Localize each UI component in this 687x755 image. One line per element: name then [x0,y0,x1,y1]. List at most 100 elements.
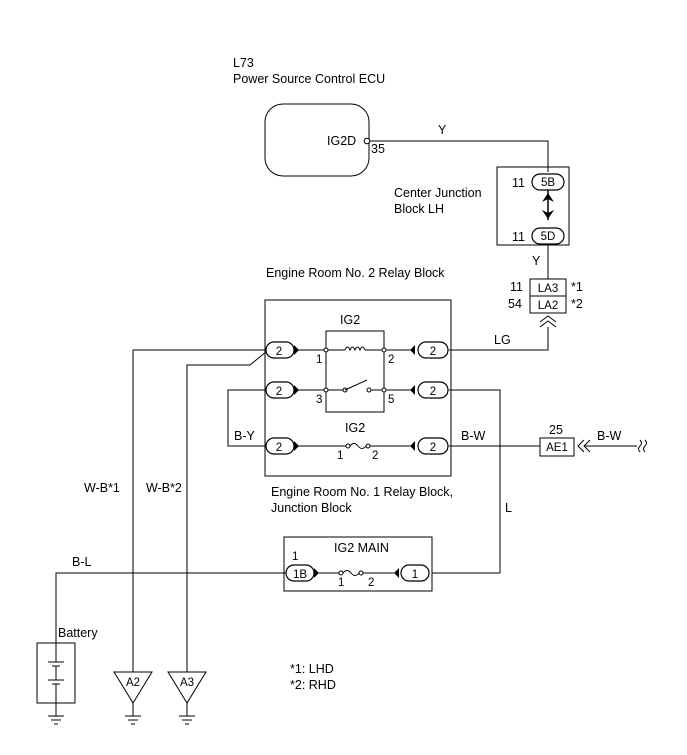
la-connector-symbol-icon [539,315,557,328]
fuse-node-right [365,443,371,449]
ground-a2-label: A2 [126,677,140,689]
connector-left-coil: 2 [265,341,299,359]
relay-pin-5: 5 [388,394,394,406]
cjb-name-line2: Block LH [394,202,444,216]
ecu-pin: 35 [371,142,385,156]
connector-left-switch: 2 [265,381,299,399]
cjb-arrow-down-icon [542,210,554,219]
ae1-label: AE1 [546,442,568,454]
wire-w-b-2-label: W-B*2 [146,481,182,495]
connector-left-switch-label: 2 [276,386,282,398]
main-fuse-icon [342,570,360,576]
relay-switch-contact-b [366,387,372,393]
ae1-connector [539,437,575,457]
wire-b-y-label: B-Y [234,429,256,443]
cjb-top-pin: 11 [512,176,525,190]
cjb-top-conn: 5B [541,177,555,189]
wire-y-ecu-cjb [370,140,549,172]
cjb-arrow-up-icon [542,193,554,202]
wire-w-b-1-label: W-B*1 [84,481,120,495]
connector-left-coil-label: 2 [276,346,282,358]
main-fuse-node-right [358,570,364,576]
cjb-bottom-pin: 11 [512,230,525,244]
wire-y-label-2: Y [532,254,541,268]
note-rhd: *2: RHD [290,678,336,692]
ecu-code: L73 [233,56,254,70]
fuse-name: IG2 [345,421,365,435]
la2-connector [529,295,567,314]
ig2-main-block [283,536,433,592]
wire-lg-label: LG [494,333,511,347]
battery-label: Battery [58,626,98,640]
main-fuse-left-pin: 1 [292,551,298,563]
wire-b-w-2-label: B-W [597,429,622,443]
ig2-relay-box [325,330,385,413]
ground-a2-triangle [113,671,153,704]
relay-block2-title: Engine Room No. 2 Relay Block [266,266,445,280]
main-fuse-name: IG2 MAIN [334,541,389,555]
ground-a3-label: A3 [180,677,194,689]
main-fuse-node-left [338,570,344,576]
connector-right-fuse-label: 2 [430,442,436,454]
relay-block1-title-line2: Junction Block [271,501,352,515]
main-connector-1b-label: 1B [293,569,307,581]
main-connector-1b: 1B [285,564,319,582]
wire-b-l-label: B-L [72,555,92,569]
connector-right-switch-label: 2 [430,386,436,398]
ae1-pin: 25 [549,423,563,437]
ecu-name: Power Source Control ECU [233,72,385,86]
wire-l-label: L [505,501,512,515]
relay-block1-title-line1: Engine Room No. 1 Relay Block, [271,485,453,499]
relay-pin-1: 1 [316,354,322,366]
wire-b-l [55,572,286,643]
relay-node-5 [381,387,387,393]
ground-a3-triangle [167,671,207,704]
cjb-name-line1: Center Junction [394,186,482,200]
ecu-terminal: IG2D [327,134,356,148]
relay-name: IG2 [340,313,360,327]
relay-pin-2: 2 [388,354,394,366]
connector-left-fuse: 2 [265,437,299,455]
la2-label: LA2 [538,300,558,312]
relay-node-1 [323,347,329,353]
main-fuse-pin-2: 2 [368,577,374,589]
relay-coil-icon [344,346,366,352]
la2-note: *2 [571,297,583,311]
wire-y-label-1: Y [438,123,447,137]
center-junction-block [496,166,570,246]
wire-break-icon [638,439,647,453]
relay-switch-blade-icon [344,379,368,391]
fuse-pin-2: 2 [372,450,378,462]
ecu-terminal-dot [363,137,371,145]
wire-b-w-label: B-W [461,429,486,443]
connector-right-fuse: 2 [410,437,449,455]
connector-right-coil: 2 [410,341,449,359]
ground-a3-icon [179,703,195,725]
connector-right-coil-label: 2 [430,346,436,358]
wire-b-y [227,389,266,447]
wire-w-b-2 [186,351,267,672]
fuse-icon [349,443,367,449]
la3-pin: 11 [510,280,523,294]
cjb-bottom-conn: 5D [541,231,556,243]
main-connector-1-label: 1 [412,569,418,581]
connector-left-fuse-label: 2 [276,442,282,454]
wire-w-b-1 [132,349,266,672]
fuse-pin-1: 1 [337,450,343,462]
wire-l [432,389,501,574]
la2-pin: 54 [508,297,522,311]
relay-node-3 [323,387,329,393]
battery-ground-icon [48,715,64,725]
relay-node-2 [381,347,387,353]
wire-lg [449,327,549,351]
connector-right-switch: 2 [410,381,449,399]
relay-pin-3: 3 [316,394,322,406]
main-fuse-pin-1: 1 [338,577,344,589]
fuse-node-left [345,443,351,449]
la3-note: *1 [571,280,583,294]
ground-a2-icon [125,703,141,725]
cjb-connector-5d [531,227,565,245]
battery-icon [48,643,64,716]
